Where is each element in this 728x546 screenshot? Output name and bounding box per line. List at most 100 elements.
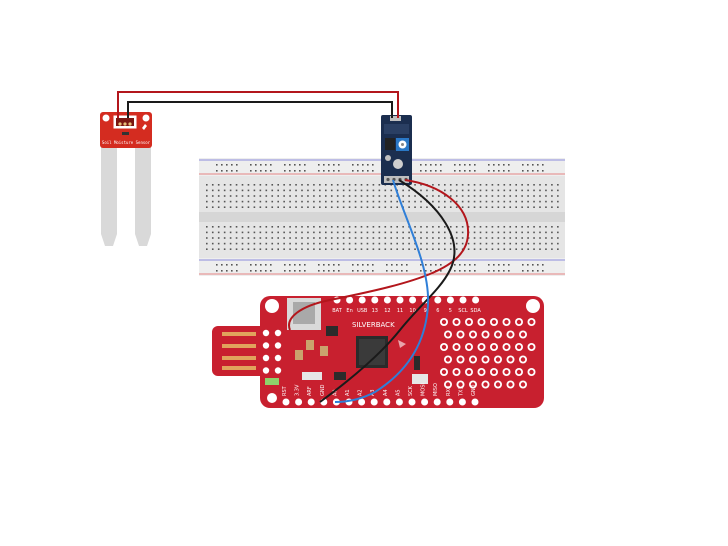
breadboard-hole	[461, 184, 464, 186]
breadboard-hole	[217, 248, 220, 250]
breadboard-hole	[229, 184, 232, 186]
proto-hole-center	[445, 332, 451, 337]
bottom-pin-label: MOSI	[421, 383, 427, 396]
breadboard-hole	[336, 242, 339, 245]
breadboard-hole	[247, 248, 250, 250]
breadboard-rail-hole	[328, 170, 330, 172]
breadboard-hole	[211, 226, 214, 228]
breadboard-hole	[283, 242, 285, 245]
controller-logo-icon	[398, 340, 406, 348]
breadboard-hole	[449, 237, 452, 239]
top-pin	[409, 296, 417, 304]
breadboard-hole	[253, 189, 256, 192]
side-pin	[274, 342, 282, 349]
breadboard-hole	[372, 242, 375, 245]
breadboard-hole	[348, 231, 351, 234]
breadboard-hole	[426, 206, 428, 208]
top-pin	[459, 296, 467, 304]
breadboard-hole	[259, 200, 262, 203]
breadboard-hole	[449, 195, 452, 197]
breadboard-hole	[396, 248, 398, 250]
breadboard-hole	[295, 237, 297, 239]
usb-contact-1	[222, 332, 256, 336]
breadboard-hole	[313, 226, 315, 228]
breadboard-rail-hole	[299, 270, 301, 272]
breadboard-hole	[396, 200, 398, 203]
breadboard-hole	[497, 226, 500, 228]
breadboard-hole	[271, 189, 274, 192]
breadboard-hole	[545, 231, 547, 234]
breadboard-hole	[461, 200, 464, 203]
breadboard-hole	[455, 248, 458, 250]
breadboard-hole	[342, 195, 345, 197]
breadboard-hole	[330, 248, 333, 250]
breadboard-hole	[527, 200, 529, 203]
breadboard-hole	[402, 189, 404, 192]
breadboard-hole	[479, 200, 482, 203]
breadboard-hole	[539, 184, 541, 186]
breadboard-hole	[277, 184, 279, 186]
breadboard-hole	[289, 184, 291, 186]
breadboard-hole	[432, 231, 434, 234]
breadboard-hole	[223, 184, 226, 186]
breadboard-rail-hole	[488, 270, 490, 272]
breadboard-hole	[247, 206, 250, 208]
breadboard-hole	[295, 226, 297, 228]
breadboard-rail-hole	[318, 270, 320, 272]
breadboard-rail-hole	[391, 264, 393, 266]
proto-hole-center	[516, 369, 522, 375]
bottom-pin-label: GND	[320, 384, 326, 396]
bottom-pin-label: SCK	[408, 385, 414, 396]
breadboard-rail-hole	[532, 164, 534, 166]
breadboard-hole	[259, 237, 262, 239]
side-pin	[274, 354, 282, 362]
breadboard-hole	[259, 206, 262, 208]
soil-sensor-mount-hole-right	[142, 114, 150, 122]
breadboard-hole	[420, 189, 422, 192]
breadboard-rail-hole	[430, 170, 432, 172]
usb-contact-4	[222, 366, 256, 370]
breadboard-hole	[402, 248, 404, 250]
breadboard-hole	[455, 189, 458, 192]
breadboard-rail-hole	[255, 170, 257, 172]
breadboard-hole	[336, 195, 339, 197]
bottom-pin	[370, 398, 378, 406]
breadboard-hole	[449, 248, 452, 250]
breadboard-rail-hole	[396, 270, 398, 272]
top-pin-label: 11	[397, 308, 403, 314]
bottom-pin-label: RX0	[446, 386, 452, 396]
breadboard-hole	[551, 237, 553, 239]
breadboard-hole	[515, 184, 517, 186]
breadboard-hole	[408, 231, 410, 234]
breadboard-rail-hole	[542, 164, 544, 166]
breadboard-hole	[551, 189, 553, 192]
breadboard-hole	[557, 195, 559, 197]
breadboard-hole	[366, 231, 369, 234]
breadboard-hole	[247, 242, 250, 245]
breadboard-rail-hole	[221, 164, 223, 166]
breadboard-hole	[354, 184, 357, 186]
breadboard-hole	[384, 195, 387, 197]
breadboard-hole	[217, 189, 220, 192]
breadboard-hole	[259, 231, 262, 234]
proto-hole-center	[529, 319, 534, 325]
breadboard-hole	[348, 226, 351, 228]
bottom-pin	[458, 398, 466, 406]
bottom-pin-label: A4	[383, 389, 389, 396]
wire-soil-gnd	[127, 101, 393, 118]
breadboard-rail-hole	[323, 264, 325, 266]
proto-hole-center	[483, 332, 488, 337]
breadboard-hole	[557, 242, 559, 245]
breadboard-hole	[533, 184, 535, 186]
breadboard-hole	[330, 237, 333, 239]
breadboard-hole	[217, 184, 220, 186]
proto-hole-center	[495, 332, 501, 337]
breadboard-hole	[235, 248, 238, 250]
breadboard-hole	[515, 200, 517, 203]
breadboard-rail-hole	[488, 264, 490, 266]
controller-main-board	[260, 296, 544, 408]
breadboard-rail-hole	[435, 170, 437, 172]
breadboard-hole	[378, 195, 381, 197]
breadboard-hole	[295, 200, 297, 203]
controller-mount-hole-bl	[267, 393, 277, 403]
